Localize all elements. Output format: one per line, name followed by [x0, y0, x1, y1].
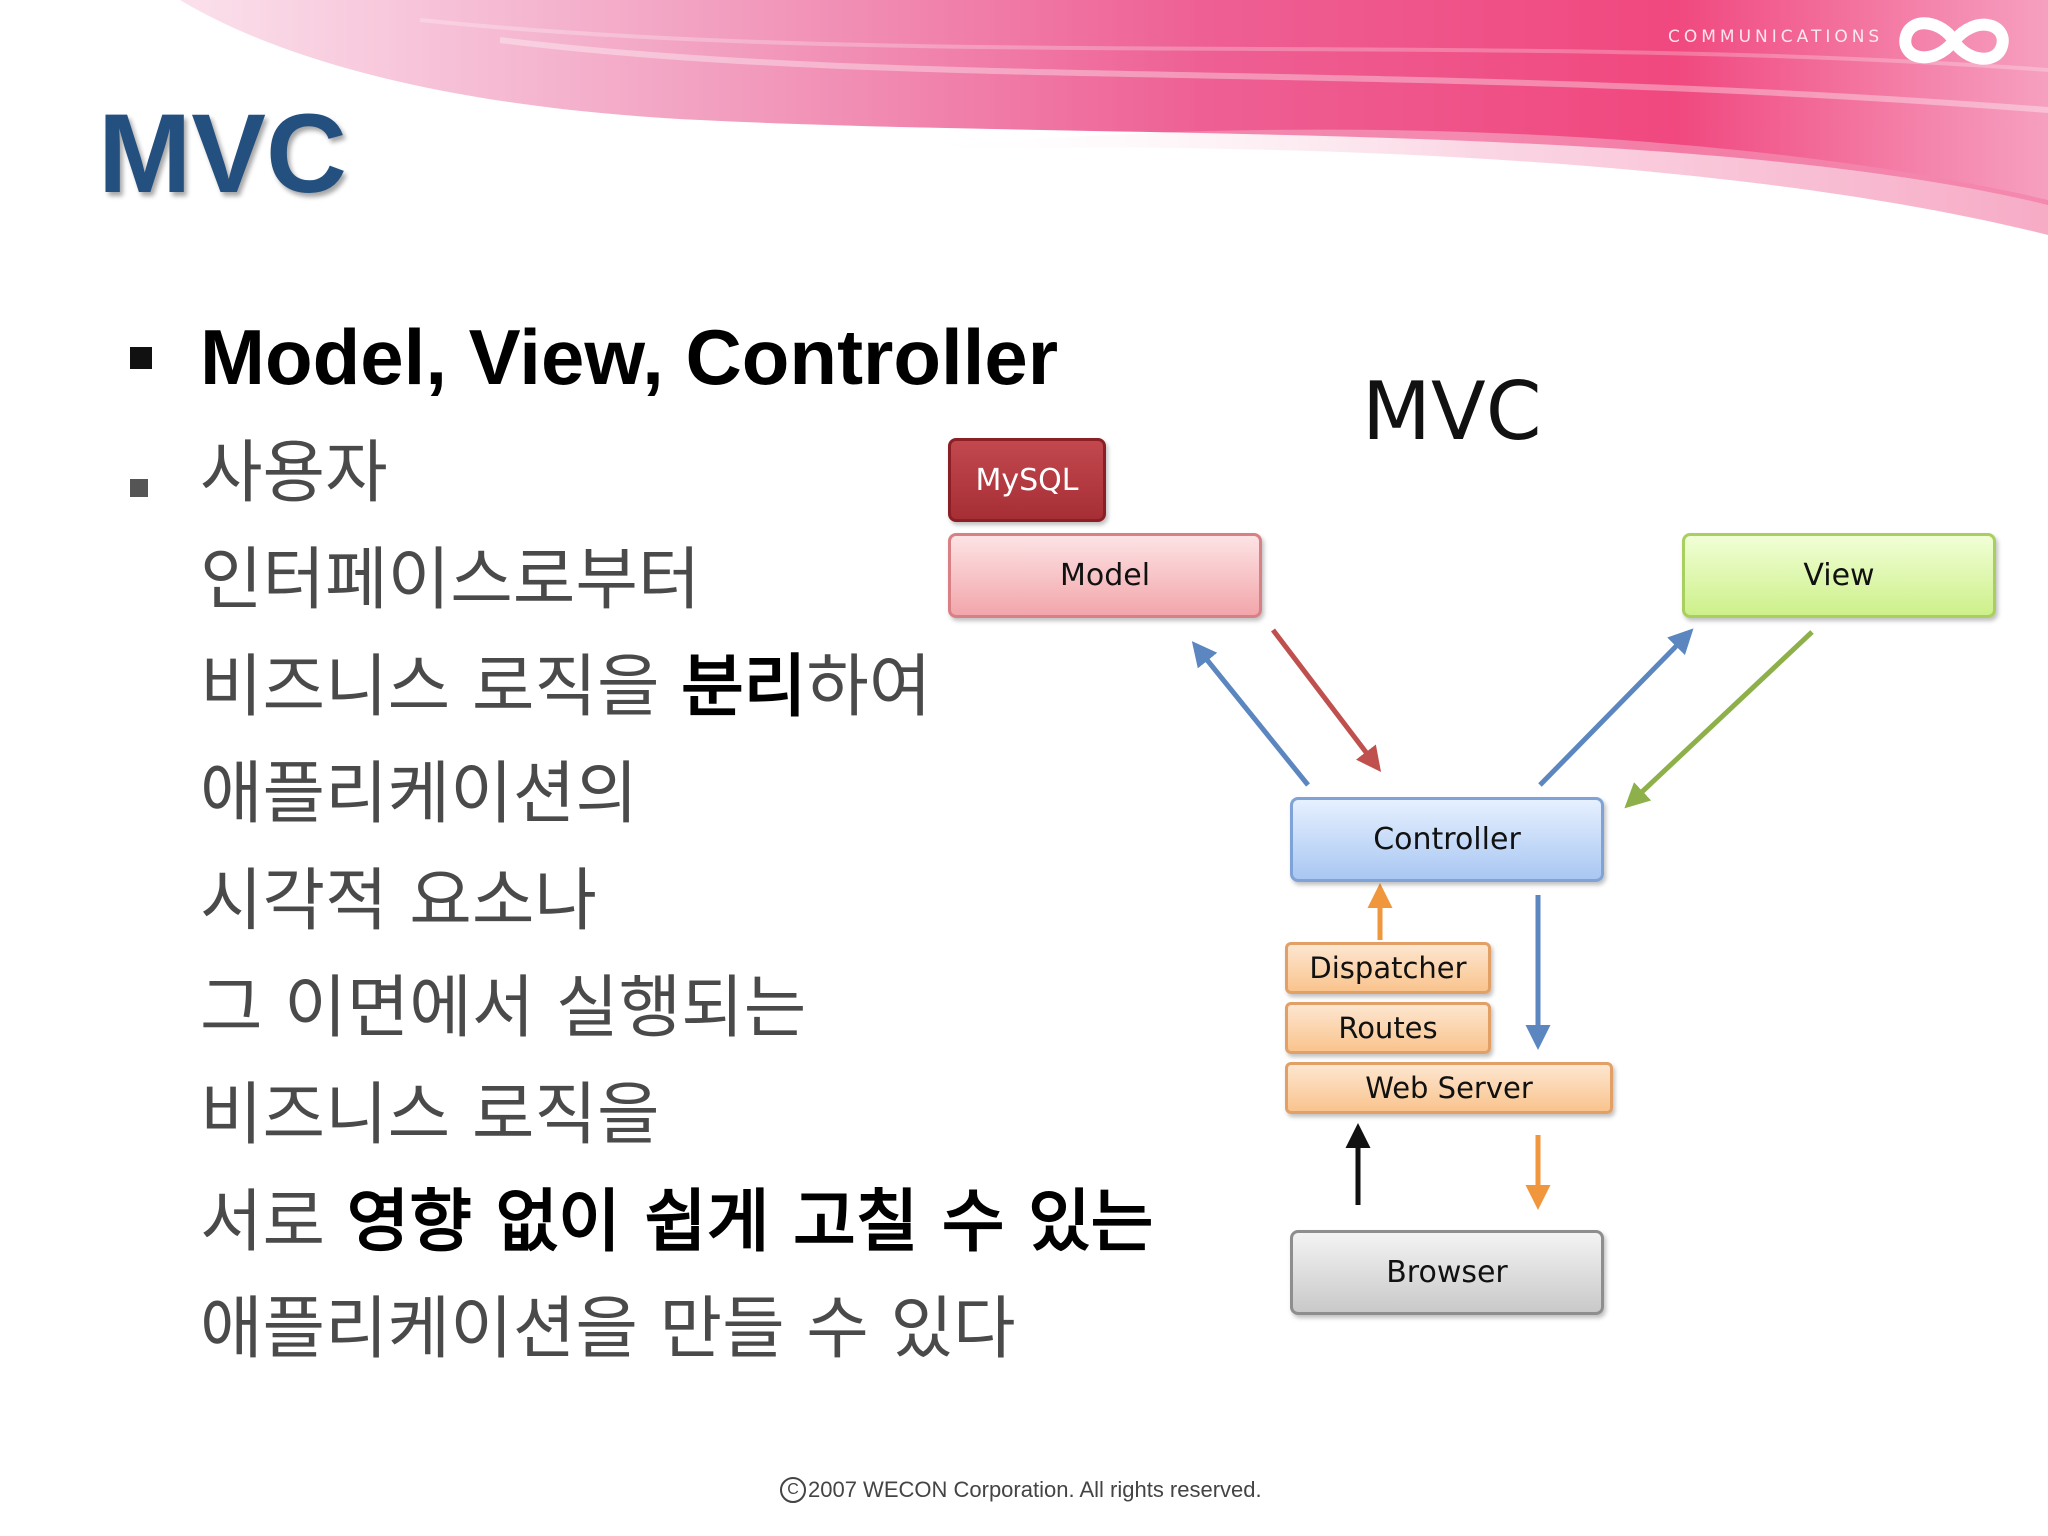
- arrow-controller-to-view: [1538, 628, 1694, 787]
- header-banner: [180, 0, 2048, 235]
- copyright-footer: C 2007 WECON Corporation. All rights res…: [780, 1477, 1262, 1503]
- sub-bullet-line: 인터페이스로부터: [200, 547, 700, 615]
- sub-bullet-marker: [130, 479, 148, 497]
- sub-bullet-segment: 비즈니스 로직을: [200, 1076, 660, 1155]
- model-node: Model: [948, 533, 1262, 618]
- infinity-icon: [1899, 17, 2009, 65]
- diagram-title: MVC: [1362, 365, 1542, 458]
- controller-node: Controller: [1290, 797, 1604, 882]
- main-bullet-marker: [130, 347, 152, 369]
- sub-bullet-segment: 하여: [806, 648, 932, 727]
- sub-bullet-line: 비즈니스 로직을 분리하여: [200, 654, 931, 722]
- sub-bullet-segment: 애플리케이션을 만들 수 있다: [200, 1290, 1016, 1369]
- slide-title: MVC: [98, 91, 347, 216]
- arrow-controller-to-model: [1191, 641, 1310, 787]
- web-server-node: Web Server: [1285, 1062, 1613, 1114]
- sub-bullet-segment: 애플리케이션의: [200, 755, 638, 834]
- browser-node: Browser: [1290, 1230, 1604, 1315]
- emphasis-text: 영향 없이 쉽게 고칠 수 있는: [346, 1183, 1154, 1262]
- sub-bullet-line: 시각적 요소나: [200, 868, 597, 936]
- dispatcher-node: Dispatcher: [1285, 942, 1491, 994]
- sub-bullet-segment: 비즈니스 로직을: [200, 648, 682, 727]
- routes-node: Routes: [1285, 1002, 1491, 1054]
- sub-bullet-segment: 시각적 요소나: [200, 862, 597, 941]
- emphasis-text: 분리: [681, 648, 807, 727]
- view-node: View: [1682, 533, 1996, 618]
- sub-bullet-segment: 그 이면에서 실행되는: [200, 969, 807, 1048]
- sub-bullet-line: 애플리케이션의: [200, 761, 638, 829]
- sub-bullet-line: 서로 영향 없이 쉽게 고칠 수 있는: [200, 1189, 1153, 1257]
- mysql-node: MySQL: [948, 438, 1106, 522]
- sub-bullet-segment: 서로: [200, 1183, 347, 1262]
- copyright-text: 2007 WECON Corporation. All rights reser…: [808, 1477, 1262, 1502]
- arrow-view-to-controller: [1624, 630, 1814, 809]
- sub-bullet-segment: 인터페이스로부터: [200, 541, 701, 620]
- arrow-model-to-controller: [1271, 628, 1382, 772]
- sub-bullet-line: 사용자: [200, 440, 388, 508]
- sub-bullet-line: 애플리케이션을 만들 수 있다: [200, 1296, 1016, 1364]
- sub-bullet-line: 비즈니스 로직을: [200, 1082, 660, 1150]
- copyright-icon: C: [780, 1477, 806, 1503]
- sub-bullet-segment: 사용자: [200, 434, 388, 513]
- sub-bullet-line: 그 이면에서 실행되는: [200, 975, 806, 1043]
- main-bullet-text: Model, View, Controller: [200, 313, 1059, 401]
- brand-tagline: COMMUNICATIONS: [1668, 27, 1884, 47]
